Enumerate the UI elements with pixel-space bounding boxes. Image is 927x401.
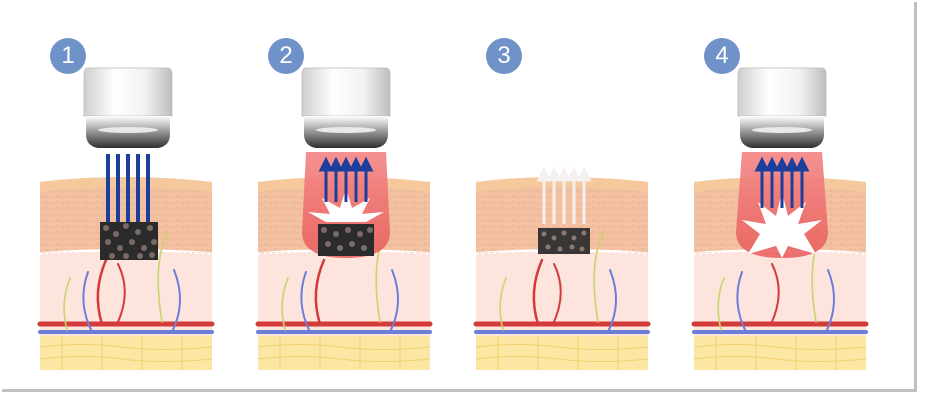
blood-vessels	[37, 231, 215, 334]
shatter-burst	[742, 192, 822, 258]
skin-cross-section	[691, 67, 869, 370]
laser-beam	[106, 154, 150, 222]
skin-cross-section	[37, 67, 215, 370]
fat-layer	[475, 336, 649, 370]
step-panel-1: 1	[22, 2, 222, 392]
fat-layer	[693, 336, 867, 370]
step-panel-3: 3	[458, 2, 658, 392]
step-badge: 1	[50, 38, 86, 74]
shatter-burst	[308, 188, 384, 222]
fat-layer	[257, 336, 431, 370]
laser-procedure-diagram: 1	[2, 2, 917, 392]
laser-handpiece	[301, 67, 391, 149]
skin-cross-section	[473, 166, 651, 370]
pigment-cluster	[100, 222, 158, 260]
epidermis-layer	[476, 177, 648, 252]
energy-arrows-up	[754, 156, 810, 208]
fragment-arrows-up	[536, 166, 592, 224]
blood-vessels	[691, 231, 869, 334]
step-panel-4: 4	[676, 2, 876, 392]
step-badge: 4	[704, 38, 740, 74]
step-badge: 2	[268, 38, 304, 74]
blood-vessels	[473, 231, 651, 334]
energy-arrows-up	[318, 156, 374, 202]
step-badge: 3	[486, 38, 522, 74]
laser-handpiece	[737, 67, 827, 149]
pigment-cluster	[318, 224, 374, 256]
laser-handpiece	[83, 67, 173, 149]
step-panel-2: 2	[240, 2, 440, 392]
pigment-fragments	[538, 228, 590, 254]
fat-layer	[39, 336, 213, 370]
skin-cross-section	[255, 67, 433, 370]
